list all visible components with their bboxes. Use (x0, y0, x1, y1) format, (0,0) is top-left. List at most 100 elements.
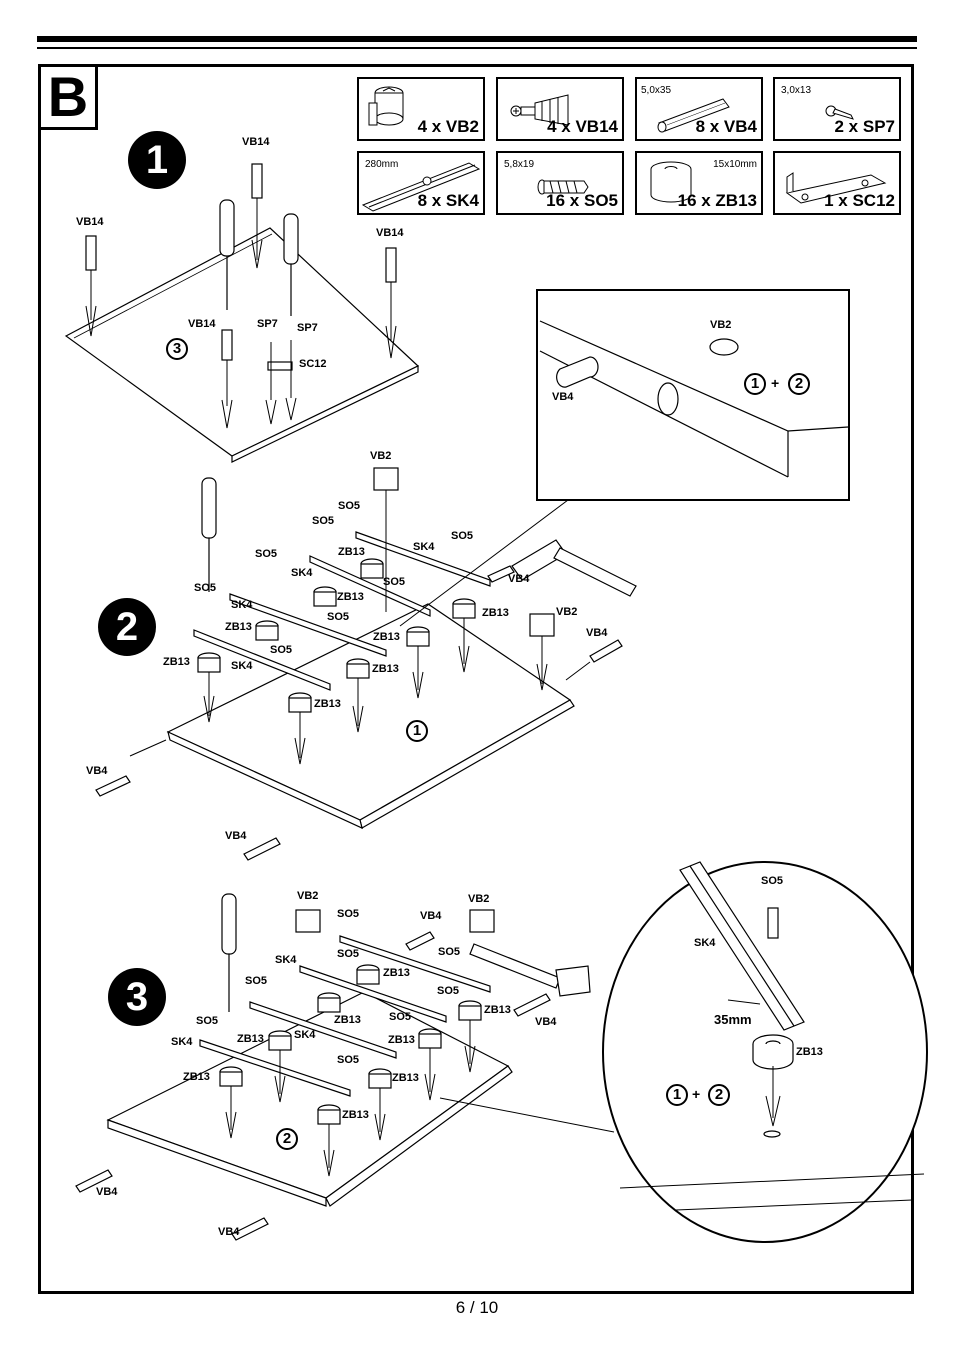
panel-ref-3: 3 (166, 338, 188, 360)
label-vb14: VB14 (188, 318, 216, 330)
spacer-icon (650, 161, 692, 203)
label-sk4: SK4 (231, 660, 253, 672)
label-so5: SO5 (327, 611, 350, 623)
label-vb4: VB4 (218, 1226, 240, 1238)
label-vb2: VB2 (710, 319, 732, 331)
step2-board (166, 603, 572, 821)
label-zb13: ZB13 (383, 967, 410, 979)
plus-sign: + (692, 1086, 701, 1102)
bracket-icon (785, 172, 887, 204)
label-sk4: SK4 (171, 1036, 193, 1048)
label-sk4: SK4 (291, 567, 313, 579)
panel-ref-1: 1 (666, 1084, 688, 1106)
label-vb4: VB4 (86, 765, 108, 777)
part-box-sk4: 280mm 8 x SK4 (357, 151, 485, 215)
part-qty: 16 x ZB13 (677, 191, 757, 210)
label-vb4: VB4 (535, 1016, 557, 1028)
label-so5: SO5 (312, 515, 335, 527)
part-dimension: 15x10mm (713, 159, 757, 170)
label-zb13: ZB13 (337, 591, 364, 603)
label-so5: SO5 (270, 644, 293, 656)
screwdriver-icon (219, 199, 235, 257)
cam-lock-icon (368, 86, 404, 126)
part-box-vb14: 4 x VB14 (496, 77, 624, 141)
label-sp7: SP7 (297, 322, 318, 334)
part-dimension: 280mm (365, 159, 399, 170)
label-zb13: ZB13 (183, 1071, 210, 1083)
wood-screw-icon (537, 179, 589, 195)
panel-corner-detail (539, 320, 849, 478)
step1-board (64, 227, 420, 457)
step-1-number: 1 (128, 131, 186, 189)
label-zb13: ZB13 (314, 698, 341, 710)
part-dimension: 3,0x13 (781, 85, 812, 96)
label-zb13: ZB13 (225, 621, 252, 633)
header-rule-thin (37, 47, 917, 49)
cam-bolt-icon (510, 94, 569, 126)
part-qty: 8 x VB4 (695, 117, 757, 136)
label-so5: SO5 (196, 1015, 219, 1027)
label-vb2: VB2 (468, 893, 490, 905)
label-vb2: VB2 (556, 606, 578, 618)
page-number: 6 / 10 (455, 1298, 499, 1317)
part-dimension: 5,0x35 (641, 85, 672, 96)
dowel-icon (657, 98, 730, 133)
section-letter: B (38, 64, 98, 130)
label-zb13: ZB13 (342, 1109, 369, 1121)
part-qty: 1 x SC12 (824, 191, 895, 210)
label-so5: SO5 (383, 576, 406, 588)
label-so5: SO5 (338, 500, 361, 512)
label-zb13: ZB13 (334, 1014, 361, 1026)
label-sk4: SK4 (231, 599, 253, 611)
label-sk4: SK4 (413, 541, 435, 553)
label-sc12: SC12 (299, 358, 327, 370)
plus-sign: + (771, 375, 780, 391)
panel-ref-2: 2 (708, 1084, 730, 1106)
label-so5: SO5 (451, 530, 474, 542)
label-vb4: VB4 (508, 573, 530, 585)
label-zb13: ZB13 (373, 631, 400, 643)
label-35mm: 35mm (714, 1012, 752, 1027)
panel-ref-2: 2 (788, 373, 810, 395)
part-qty: 4 x VB14 (547, 117, 618, 136)
label-zb13: ZB13 (392, 1072, 419, 1084)
part-dimension: 5,8x19 (504, 159, 535, 170)
label-so5: SO5 (337, 1054, 360, 1066)
label-so5: SO5 (337, 908, 360, 920)
panel-ref-1: 1 (744, 373, 766, 395)
label-zb13: ZB13 (372, 663, 399, 675)
label-so5: SO5 (245, 975, 268, 987)
panel-ref-2: 2 (276, 1128, 298, 1150)
step-2-number: 2 (98, 598, 156, 656)
label-vb2: VB2 (297, 890, 319, 902)
screw-icon (825, 105, 854, 120)
label-zb13: ZB13 (484, 1004, 511, 1016)
label-vb14: VB14 (76, 216, 104, 228)
instruction-frame (38, 64, 914, 1294)
label-vb4: VB4 (552, 391, 574, 403)
label-vb4: VB4 (586, 627, 608, 639)
part-box-sc12: 1 x SC12 (773, 151, 901, 215)
label-sk4: SK4 (694, 937, 716, 949)
part-box-zb13: 15x10mm 16 x ZB13 (635, 151, 763, 215)
label-zb13: ZB13 (482, 607, 509, 619)
label-zb13: ZB13 (163, 656, 190, 668)
label-so5: SO5 (194, 582, 217, 594)
label-zb13: ZB13 (388, 1034, 415, 1046)
label-so5: SO5 (437, 985, 460, 997)
header-rule-thick (37, 36, 917, 42)
label-zb13: ZB13 (338, 546, 365, 558)
label-so5: SO5 (761, 875, 784, 887)
rail-icon (361, 162, 481, 212)
label-zb13: ZB13 (237, 1033, 264, 1045)
label-sk4: SK4 (275, 954, 297, 966)
part-qty: 8 x SK4 (417, 191, 479, 210)
part-box-vb4: 5,0x35 8 x VB4 (635, 77, 763, 141)
label-sp7: SP7 (257, 318, 278, 330)
label-so5: SO5 (389, 1011, 412, 1023)
step-3-number: 3 (108, 968, 166, 1026)
detail-box-cam-lock: VB2 VB4 1 + 2 (536, 289, 850, 501)
label-vb14: VB14 (242, 136, 270, 148)
part-qty: 4 x VB2 (417, 117, 479, 136)
